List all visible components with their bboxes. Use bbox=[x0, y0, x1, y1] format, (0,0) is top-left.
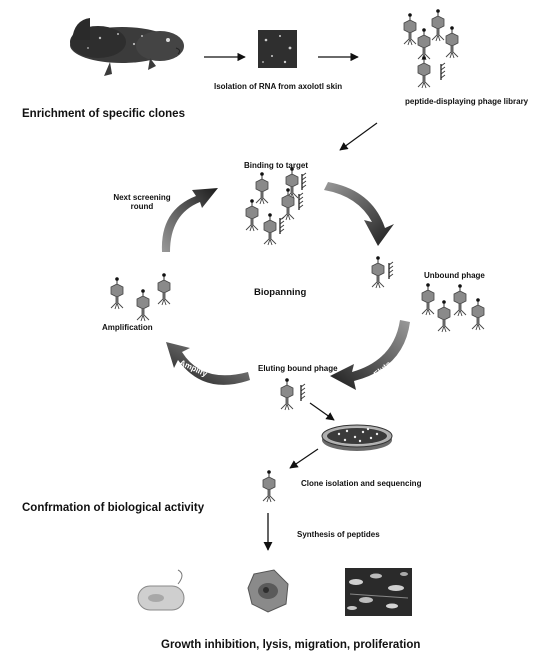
sem-micrograph-image bbox=[345, 568, 412, 616]
phage-icon bbox=[255, 171, 269, 205]
cycle-arrow-wash bbox=[324, 182, 394, 246]
biopanning-label: Biopanning bbox=[254, 287, 307, 298]
petri-dish-icon bbox=[321, 424, 393, 451]
clone-phage-group bbox=[262, 469, 276, 503]
phage-icon bbox=[431, 8, 445, 42]
phage-icon bbox=[371, 255, 385, 289]
target-receptor-icon bbox=[301, 172, 307, 191]
phage-icon bbox=[445, 25, 459, 59]
synthesis-label: Synthesis of peptides bbox=[297, 530, 380, 539]
phage-library-label: peptide-displaying phage library bbox=[405, 97, 529, 106]
arrow-elute-to-dish bbox=[309, 402, 335, 421]
phage-icon bbox=[403, 12, 417, 46]
next-round-label: Next screening round bbox=[112, 193, 172, 211]
phage-icon bbox=[437, 299, 451, 333]
target-receptor-icon bbox=[440, 62, 446, 81]
arrow-dish-to-clone bbox=[289, 448, 319, 469]
cell-image bbox=[247, 569, 289, 613]
axolotl-image bbox=[70, 18, 184, 76]
binding-phages-group bbox=[245, 166, 307, 246]
phage-icon bbox=[136, 288, 150, 322]
phage-icon bbox=[417, 27, 431, 61]
unbound-phage-label: Unbound phage bbox=[424, 271, 485, 280]
phage-icon bbox=[245, 198, 259, 232]
bacterium-image bbox=[137, 569, 185, 611]
cycle-arrow-next-round bbox=[161, 188, 218, 252]
target-receptor-icon bbox=[388, 261, 394, 280]
phage-icon bbox=[110, 276, 124, 310]
binding-to-target-label: Binding to target bbox=[244, 161, 308, 170]
phage-icon bbox=[280, 377, 294, 411]
unbound-phages-group bbox=[421, 282, 485, 333]
enrichment-label: Enrichment of specific clones bbox=[22, 108, 185, 120]
eluting-bound-phage-label: Eluting bound phage bbox=[258, 364, 338, 373]
amplification-phages-group bbox=[110, 272, 171, 322]
arrow-library-to-binding bbox=[339, 122, 378, 151]
bound-after-wash-group bbox=[371, 255, 394, 289]
cycle-arrow-elute bbox=[330, 320, 410, 390]
target-receptor-icon bbox=[298, 192, 304, 211]
clone-isolation-label: Clone isolation and sequencing bbox=[301, 479, 422, 488]
next-round-label-line2: round bbox=[130, 202, 154, 211]
phage-icon bbox=[421, 282, 435, 316]
target-receptor-icon bbox=[300, 383, 306, 402]
isolation-rna-label: Isolation of RNA from axolotl skin bbox=[214, 82, 343, 91]
next-round-label-line1: Next screening bbox=[113, 193, 171, 202]
skin-image bbox=[258, 30, 297, 68]
phage-icon bbox=[262, 469, 276, 503]
eluted-phage-group bbox=[280, 377, 306, 411]
amplification-label: Amplification bbox=[102, 323, 153, 332]
cycle-arrow-amplify bbox=[166, 342, 250, 385]
phage-library-group bbox=[403, 8, 459, 89]
confirmation-label: Confrmation of biological activity bbox=[22, 502, 205, 514]
phage-icon bbox=[453, 283, 467, 317]
target-receptor-icon bbox=[279, 216, 285, 235]
phage-icon bbox=[157, 272, 171, 306]
growth-label: Growth inhibition, lysis, migration, pro… bbox=[161, 639, 421, 651]
phage-icon bbox=[471, 297, 485, 331]
phage-icon bbox=[417, 55, 431, 89]
phage-icon bbox=[263, 212, 277, 246]
